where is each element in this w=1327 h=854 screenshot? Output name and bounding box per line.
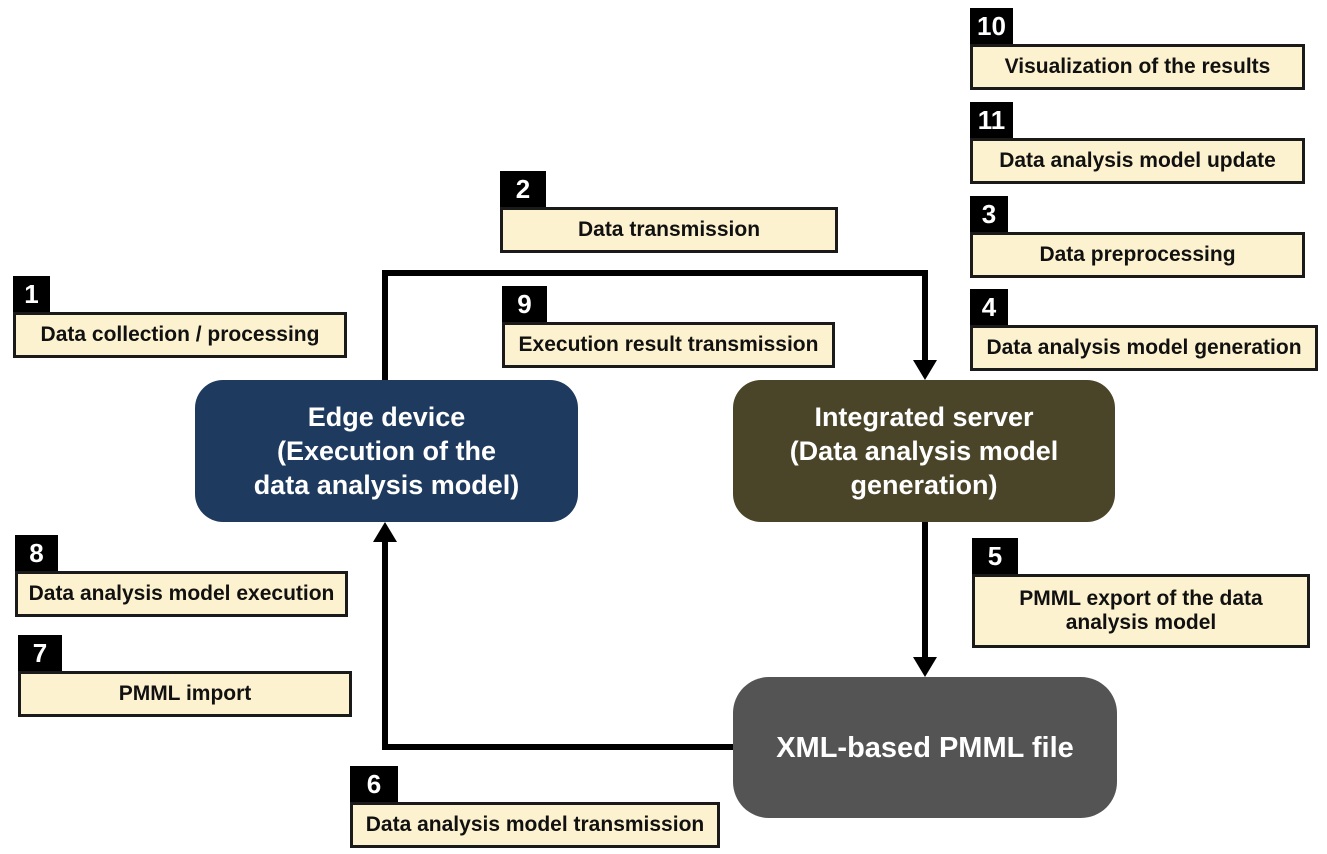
step-4-number: 4 <box>970 289 1008 325</box>
edge-device-node: Edge device (Execution of the data analy… <box>195 380 578 522</box>
connector-top-horizontal <box>382 270 928 276</box>
step-11-number: 11 <box>970 102 1013 138</box>
step-1: 1 Data collection / processing <box>13 276 347 358</box>
step-6-number: 6 <box>350 766 398 802</box>
step-8: 8 Data analysis model execution <box>15 535 348 617</box>
step-7-label: PMML import <box>18 671 352 717</box>
connector-edge-bottom-vertical <box>382 540 388 750</box>
pmml-file-label: XML-based PMML file <box>776 731 1074 764</box>
step-10: 10 Visualization of the results <box>970 8 1305 90</box>
connector-bottom-horizontal <box>382 744 733 750</box>
pmml-file-node: XML-based PMML file <box>733 677 1117 818</box>
connector-server-top-vertical <box>922 270 928 362</box>
step-9-number: 9 <box>502 286 547 322</box>
connector-server-bottom-vertical <box>922 522 928 659</box>
step-3-label: Data preprocessing <box>970 232 1305 278</box>
connector-edge-top-vertical <box>382 270 388 380</box>
arrowhead-into-edge-icon <box>373 522 397 542</box>
step-8-label: Data analysis model execution <box>15 571 348 617</box>
integrated-server-node: Integrated server (Data analysis model g… <box>733 380 1115 522</box>
step-5-label: PMML export of the data analysis model <box>972 574 1310 648</box>
step-9-label: Execution result transmission <box>502 322 835 368</box>
step-1-number: 1 <box>13 276 50 312</box>
step-9: 9 Execution result transmission <box>502 286 835 368</box>
step-5: 5 PMML export of the data analysis model <box>972 538 1310 648</box>
step-3-number: 3 <box>970 196 1008 232</box>
step-11-label: Data analysis model update <box>970 138 1305 184</box>
step-8-number: 8 <box>15 535 58 571</box>
arrowhead-into-pmml-icon <box>913 657 937 677</box>
step-2-label: Data transmission <box>500 207 838 253</box>
step-10-number: 10 <box>970 8 1013 44</box>
step-3: 3 Data preprocessing <box>970 196 1305 278</box>
step-11: 11 Data analysis model update <box>970 102 1305 184</box>
step-4-label: Data analysis model generation <box>970 325 1318 371</box>
step-1-label: Data collection / processing <box>13 312 347 358</box>
step-10-label: Visualization of the results <box>970 44 1305 90</box>
step-2-number: 2 <box>500 171 546 207</box>
integrated-server-label: Integrated server (Data analysis model g… <box>789 402 1059 500</box>
step-4: 4 Data analysis model generation <box>970 289 1318 371</box>
step-6-label: Data analysis model transmission <box>350 802 720 848</box>
step-7-number: 7 <box>18 635 62 671</box>
step-2: 2 Data transmission <box>500 171 838 253</box>
step-6: 6 Data analysis model transmission <box>350 766 720 848</box>
step-5-number: 5 <box>972 538 1018 574</box>
arrowhead-into-server-icon <box>913 360 937 380</box>
edge-device-label: Edge device (Execution of the data analy… <box>253 402 520 500</box>
step-7: 7 PMML import <box>18 635 352 717</box>
